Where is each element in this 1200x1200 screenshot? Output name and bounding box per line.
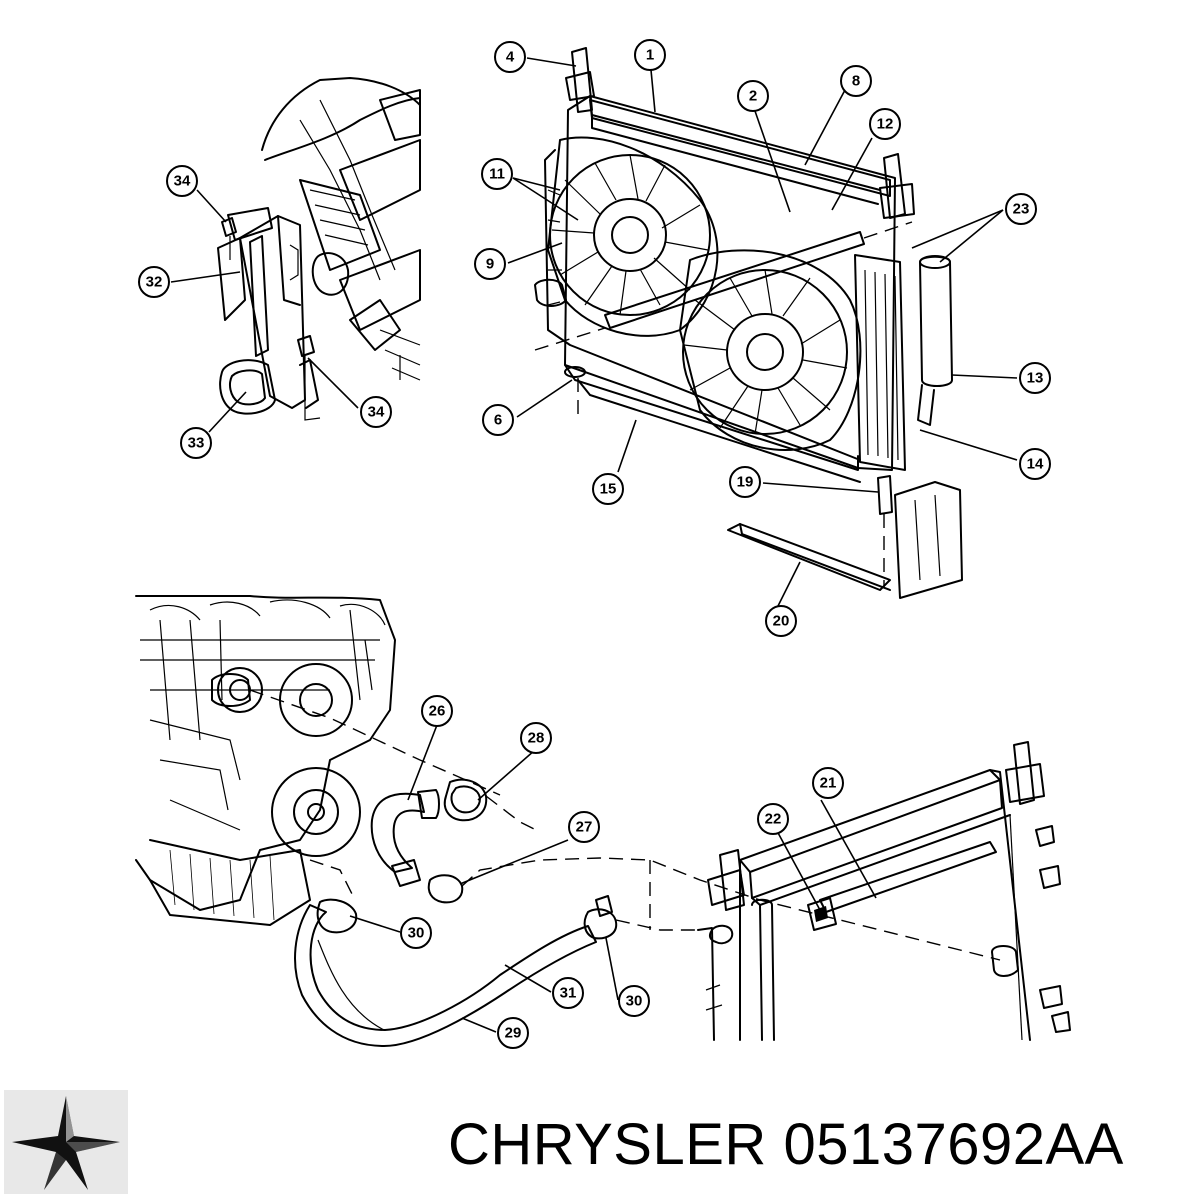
callout-11: 11 <box>481 158 513 190</box>
callout-31: 31 <box>552 977 584 1009</box>
svg-text:28: 28 <box>528 730 545 747</box>
callout-23: 23 <box>1005 193 1037 225</box>
callout-20: 20 <box>765 605 797 637</box>
svg-text:29: 29 <box>505 1025 522 1042</box>
svg-text:22: 22 <box>765 811 782 828</box>
part-title: CHRYSLER 05137692AA <box>448 1105 1188 1185</box>
hose-assembly-drawing <box>294 778 1001 1047</box>
svg-text:31: 31 <box>560 985 577 1002</box>
part-number: 05137692AA <box>783 1112 1124 1177</box>
callout-8: 8 <box>840 65 872 97</box>
callout-34-top: 34 <box>166 165 198 197</box>
svg-text:21: 21 <box>820 775 837 792</box>
chrysler-pentastar-icon <box>4 1090 128 1194</box>
svg-text:13: 13 <box>1027 370 1044 387</box>
radiator-fan-module-drawing <box>534 47 963 599</box>
callout-32: 32 <box>138 266 170 298</box>
svg-text:12: 12 <box>877 116 894 133</box>
callout-22: 22 <box>757 803 789 835</box>
svg-text:34: 34 <box>174 173 191 190</box>
callout-13: 13 <box>1019 362 1051 394</box>
callout-33: 33 <box>180 427 212 459</box>
callout-29: 29 <box>497 1017 529 1049</box>
svg-text:27: 27 <box>576 819 593 836</box>
callout-30-left: 30 <box>400 917 432 949</box>
callout-28: 28 <box>520 722 552 754</box>
svg-text:15: 15 <box>600 481 617 498</box>
svg-text:2: 2 <box>749 88 757 105</box>
bracket-assembly-drawing <box>217 77 421 421</box>
callout-15: 15 <box>592 473 624 505</box>
svg-text:11: 11 <box>489 166 505 183</box>
callout-4: 4 <box>494 41 526 73</box>
callout-27: 27 <box>568 811 600 843</box>
svg-text:14: 14 <box>1027 456 1044 473</box>
svg-text:19: 19 <box>737 474 754 491</box>
callout-6: 6 <box>482 404 514 436</box>
svg-text:30: 30 <box>408 925 425 942</box>
callout-26: 26 <box>421 695 453 727</box>
callout-2: 2 <box>737 80 769 112</box>
callout-19: 19 <box>729 466 761 498</box>
svg-text:23: 23 <box>1013 201 1030 218</box>
svg-text:8: 8 <box>852 73 860 90</box>
callout-30-right: 30 <box>618 985 650 1017</box>
svg-text:33: 33 <box>188 435 205 452</box>
brand-name: CHRYSLER <box>448 1112 767 1177</box>
callout-21: 21 <box>812 767 844 799</box>
svg-text:6: 6 <box>494 412 502 429</box>
svg-text:20: 20 <box>773 613 790 630</box>
svg-text:32: 32 <box>146 274 163 291</box>
svg-text:4: 4 <box>506 49 515 66</box>
svg-text:26: 26 <box>429 703 446 720</box>
radiator-detail-drawing <box>649 741 1071 1041</box>
svg-text:34: 34 <box>368 404 385 421</box>
engine-drawing <box>135 595 501 926</box>
callout-34-bottom: 34 <box>360 396 392 428</box>
callout-14: 14 <box>1019 448 1051 480</box>
callout-12: 12 <box>869 108 901 140</box>
svg-text:1: 1 <box>646 47 654 64</box>
svg-text:9: 9 <box>486 256 494 273</box>
callout-9: 9 <box>474 248 506 280</box>
svg-text:30: 30 <box>626 993 643 1010</box>
callout-1: 1 <box>634 39 666 71</box>
